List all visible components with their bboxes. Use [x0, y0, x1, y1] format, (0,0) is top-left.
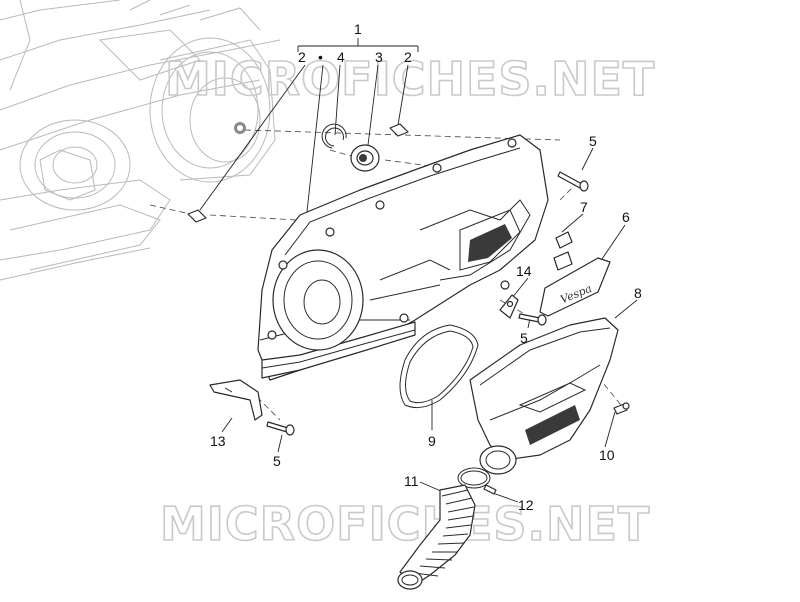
intake-hose: [397, 484, 476, 590]
callout-2-left: 2: [298, 49, 306, 65]
screw-upper: [557, 171, 589, 192]
callout-dot: •: [318, 49, 323, 65]
watermark-top: MICROFICHES.NET: [165, 52, 655, 106]
callout-11: 11: [404, 473, 419, 489]
callout-6: 6: [622, 209, 630, 225]
callout-3: 3: [375, 49, 383, 65]
screw-middle: [518, 313, 547, 326]
callout-5-middle: 5: [520, 330, 528, 346]
leader-lines: [199, 64, 638, 503]
dowel-pin-left: [187, 209, 207, 223]
callout-12: 12: [518, 497, 534, 513]
screw-lower: [266, 421, 295, 436]
kit-bracket: [297, 38, 419, 52]
callout-9: 9: [428, 433, 436, 449]
callout-5-lower: 5: [273, 453, 281, 469]
callout-13: 13: [210, 433, 226, 449]
callout-14: 14: [516, 263, 532, 279]
air-duct-cover: [469, 317, 619, 475]
cover-gasket: [399, 324, 479, 409]
callout-1: 1: [354, 21, 362, 37]
circlip: [321, 123, 347, 149]
callout-10: 10: [599, 447, 615, 463]
grommet-lower: [553, 251, 573, 271]
callout-4: 4: [337, 49, 345, 65]
mounting-bracket: [209, 379, 263, 421]
bearing: [350, 144, 380, 172]
callout-5-upper: 5: [589, 133, 597, 149]
dowel-pin-right: [389, 123, 409, 137]
callout-8: 8: [634, 285, 642, 301]
callout-labels: 1 2 • 4 3 2 5 7 6 14 5 8 9 13 5 10 11 12: [210, 21, 642, 513]
callout-2-right: 2: [404, 49, 412, 65]
transmission-cover: [257, 134, 549, 381]
badge-plate: Vespa: [539, 257, 611, 317]
screw-duct: [613, 402, 630, 415]
engine-frame-ghost: [0, 0, 281, 281]
grommet-upper: [555, 231, 573, 249]
callout-7: 7: [580, 199, 588, 215]
retaining-tab: [499, 294, 519, 319]
hose-clamp: [457, 467, 497, 495]
watermark-bottom: MICROFICHES.NET: [160, 497, 650, 551]
